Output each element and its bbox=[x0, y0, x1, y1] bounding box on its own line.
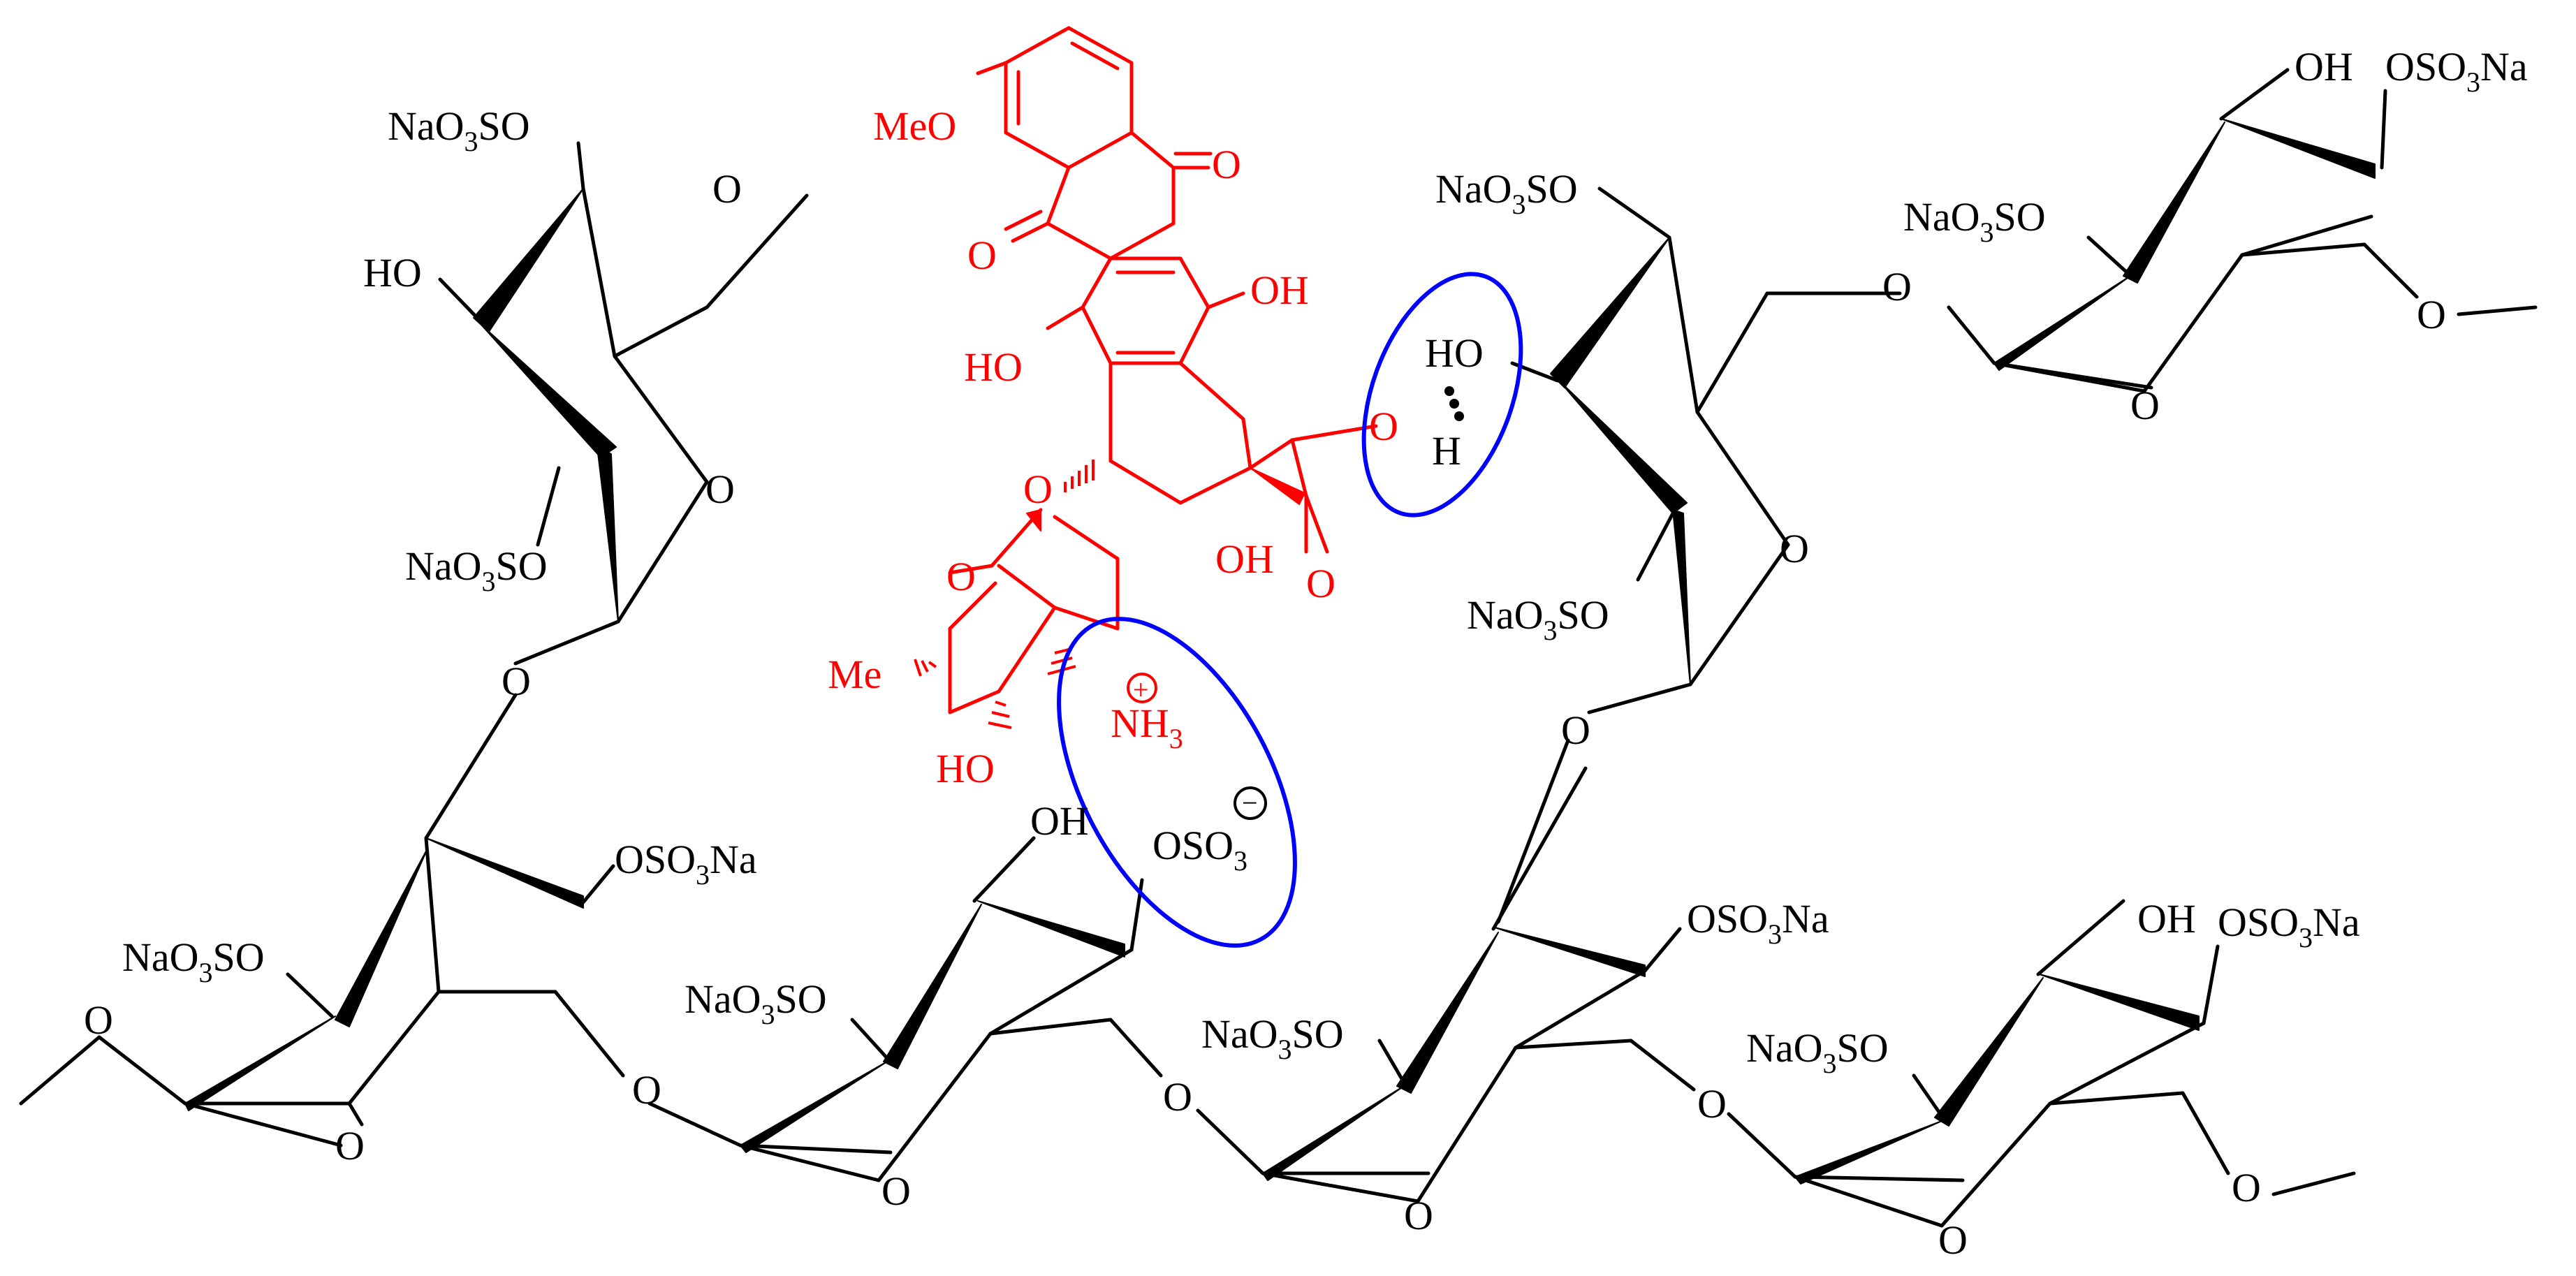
label-o-7: O bbox=[881, 1168, 911, 1214]
atom-labels: NaO3SO NaO3SO NaO3SO NaO3SO NaO3SO NaO3S… bbox=[84, 44, 2528, 1263]
label-o-4: O bbox=[84, 997, 113, 1043]
drug-sugar bbox=[914, 460, 1120, 729]
label-nao3so-7: NaO3SO bbox=[1435, 166, 1578, 220]
label-o-1: O bbox=[712, 166, 742, 212]
interaction-highlights bbox=[1057, 272, 1523, 948]
label-hydrogen: H bbox=[1432, 428, 1461, 474]
svg-text:−: − bbox=[1242, 787, 1258, 819]
label-o-10: O bbox=[1697, 1081, 1727, 1127]
label-o-quinone-1: O bbox=[1212, 142, 1241, 187]
label-oh-3: OH bbox=[2295, 44, 2353, 89]
label-nao3so-5: NaO3SO bbox=[1201, 1011, 1344, 1065]
label-oh-1: OH bbox=[1030, 798, 1089, 844]
charge-minus: − bbox=[1234, 786, 1267, 820]
sugar-ring-middle-right bbox=[1496, 186, 1902, 924]
label-ho-red-2: HO bbox=[936, 746, 995, 791]
polysaccharide-chain bbox=[19, 68, 2538, 1228]
label-o-11: O bbox=[1938, 1217, 1968, 1263]
label-oso3na-3: OSO3Na bbox=[2218, 900, 2360, 953]
charge-plus: + bbox=[1127, 673, 1157, 705]
label-o-quinone-2: O bbox=[967, 233, 997, 278]
sugar-ring-upper-left bbox=[424, 141, 809, 840]
label-nao3so-8: NaO3SO bbox=[1467, 592, 1609, 646]
label-nao3so-9: NaO3SO bbox=[1903, 194, 2046, 248]
label-oso3na-4: OSO3Na bbox=[2385, 44, 2528, 98]
label-sulfate-anion: OSO3 bbox=[1152, 823, 1247, 877]
label-o-3: O bbox=[502, 659, 531, 704]
label-nh3: NH3 bbox=[1111, 701, 1183, 754]
ionic-interaction-ellipse bbox=[1057, 617, 1297, 948]
label-o-9: O bbox=[1404, 1193, 1433, 1238]
label-nao3so-1: NaO3SO bbox=[388, 103, 530, 157]
hydrogen-bond-ellipse bbox=[1361, 272, 1523, 518]
label-o-glycosidic: O bbox=[1023, 467, 1053, 512]
label-ho-red-1: HO bbox=[964, 344, 1023, 390]
sugar-ring-lower-mid-right bbox=[1196, 766, 1696, 1203]
label-oso3na-1: OSO3Na bbox=[615, 837, 757, 890]
sugar-ring-upper-right bbox=[1947, 68, 2538, 393]
label-o-17: O bbox=[2417, 292, 2446, 337]
label-o-2: O bbox=[705, 467, 735, 512]
drug-ring-a bbox=[976, 26, 1134, 170]
label-o-ketone: O bbox=[1306, 561, 1335, 606]
sugar-ring-lower-mid-left bbox=[647, 836, 1163, 1182]
label-ho-1: HO bbox=[363, 250, 422, 295]
label-o-15: O bbox=[1882, 264, 1912, 309]
label-methyl: Me bbox=[828, 652, 881, 697]
anthracycline-drug bbox=[914, 26, 1378, 729]
label-ho-2: HO bbox=[1425, 330, 1484, 376]
drug-ring-b bbox=[1004, 131, 1213, 261]
sugar-ring-lower-right bbox=[1727, 899, 2356, 1228]
label-nao3so-6: NaO3SO bbox=[1746, 1025, 1889, 1079]
label-o-8: O bbox=[1163, 1074, 1192, 1120]
drug-ring-d bbox=[1108, 361, 1378, 554]
label-methoxy: MeO bbox=[873, 103, 956, 149]
sugar-ring-lower-left bbox=[19, 836, 625, 1147]
label-o-6: O bbox=[632, 1067, 661, 1113]
label-o-13: O bbox=[1780, 526, 1809, 571]
label-o-hydroxymethyl: O bbox=[1369, 404, 1398, 449]
hydrogen-bond-dots bbox=[1444, 386, 1464, 421]
label-o-sugar-ring: O bbox=[946, 554, 976, 599]
label-oso3na-2: OSO3Na bbox=[1687, 896, 1829, 950]
label-oh-2: OH bbox=[2137, 896, 2196, 941]
label-nao3so-4: NaO3SO bbox=[685, 976, 827, 1030]
label-oh-red-1: OH bbox=[1250, 267, 1309, 313]
label-oh-red-2: OH bbox=[1215, 536, 1274, 582]
label-o-16: O bbox=[2130, 383, 2160, 428]
drug-ring-c bbox=[1046, 256, 1245, 365]
svg-text:+: + bbox=[1133, 674, 1149, 705]
label-nao3so-2: NaO3SO bbox=[405, 543, 548, 597]
label-o-5: O bbox=[335, 1123, 365, 1168]
label-o-12: O bbox=[2232, 1165, 2261, 1210]
label-o-14: O bbox=[1561, 707, 1590, 753]
label-nao3so-3: NaO3SO bbox=[122, 934, 265, 988]
